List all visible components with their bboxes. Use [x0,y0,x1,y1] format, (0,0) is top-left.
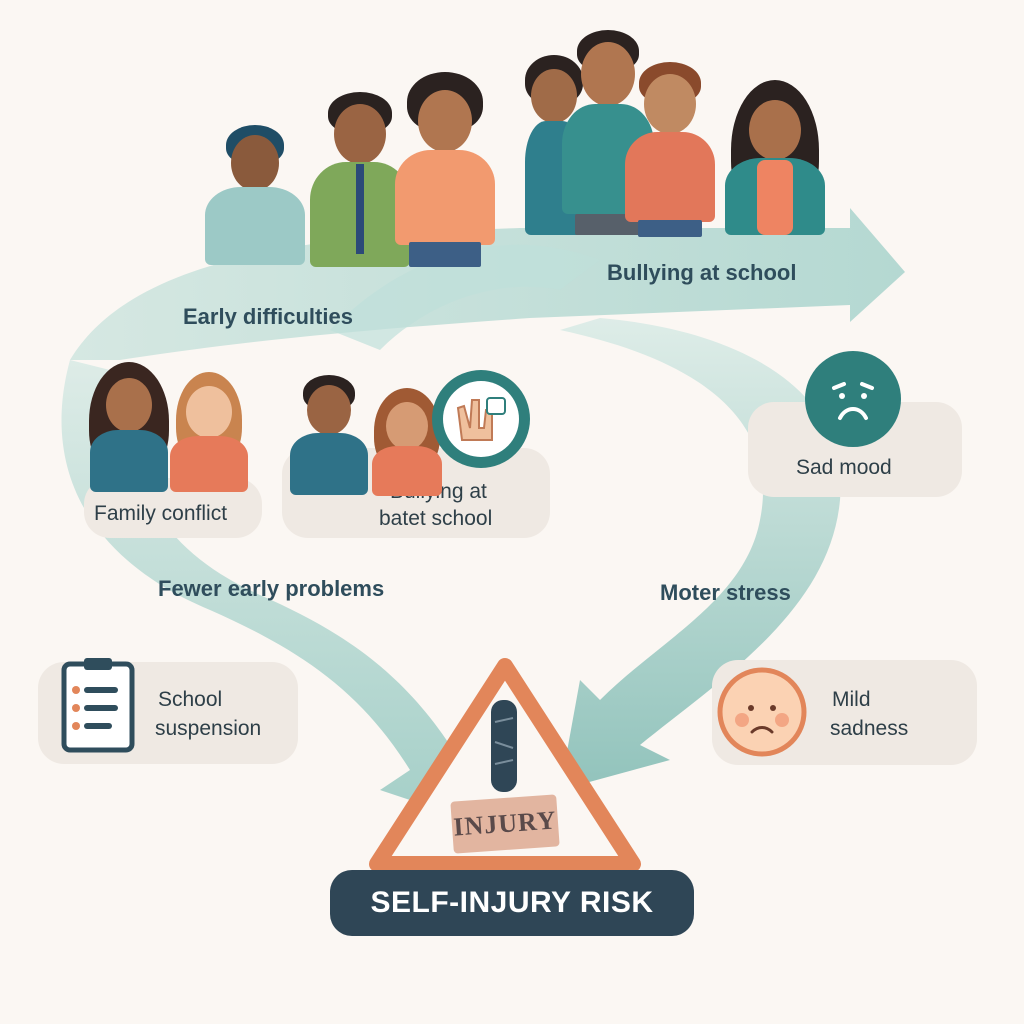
child-illustration [310,92,410,267]
mild-sadness-line2: sadness [830,717,909,740]
child-illustration [625,62,715,237]
child-illustration [372,388,442,496]
mild-sad-face-icon [716,666,808,758]
warning-triangle-icon [365,652,645,877]
bullying-label-line2: batet school [379,507,493,530]
flow-label-bullying-at-school: Bullying at school [607,260,797,285]
child-illustration [89,362,169,492]
injury-scribble: INJURY [450,794,560,854]
self-injury-risk-badge: SELF-INJURY RISK [330,870,694,936]
flow-label-moter-stress: Moter stress [660,580,791,605]
child-illustration [170,372,248,492]
mild-sadness-line1: Mild [832,688,871,711]
child-illustration [290,375,368,495]
sad-face-icon [804,350,902,448]
family-conflict-label: Family conflict [94,502,228,525]
flow-arrow-upper-loop [330,244,600,350]
sad-mood-label: Sad mood [796,456,892,479]
child-illustration [205,125,305,265]
flow-label-fewer-early-problems: Fewer early problems [158,576,385,601]
flow-label-early-difficulties: Early difficulties [183,304,353,329]
school-suspension-line1: School [158,688,223,711]
child-illustration [725,80,825,235]
raised-hands-icon [432,370,530,468]
clipboard-icon [60,656,138,754]
school-suspension-line2: suspension [155,717,262,740]
flow-arrow-left [61,360,479,820]
child-illustration [395,72,495,267]
